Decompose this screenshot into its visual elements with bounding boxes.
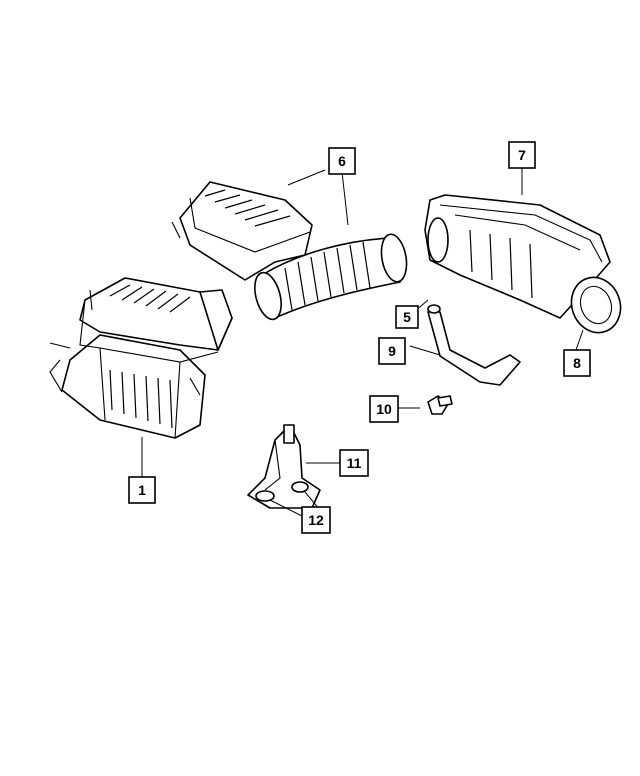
callout-8-label: 8 bbox=[573, 355, 581, 371]
callout-8: 8 bbox=[563, 349, 591, 377]
callout-12: 12 bbox=[301, 506, 331, 534]
resonator-duct bbox=[424, 194, 622, 334]
bolt bbox=[427, 395, 453, 415]
callout-12-label: 12 bbox=[308, 512, 324, 528]
callout-5-label: 5 bbox=[403, 309, 411, 325]
callout-6-label: 6 bbox=[338, 153, 346, 169]
air-cleaner-lid-upper bbox=[171, 181, 313, 281]
callout-1: 1 bbox=[128, 476, 156, 504]
callout-9-label: 9 bbox=[388, 343, 396, 359]
callout-11-label: 11 bbox=[347, 455, 362, 471]
callout-5: 5 bbox=[395, 305, 419, 329]
callout-11: 11 bbox=[339, 449, 369, 477]
callout-7: 7 bbox=[508, 141, 536, 169]
callout-10: 10 bbox=[369, 395, 399, 423]
callout-1-label: 1 bbox=[138, 482, 146, 498]
callout-6: 6 bbox=[328, 147, 356, 175]
isolator-mount bbox=[247, 424, 321, 509]
support-bracket bbox=[427, 304, 521, 386]
intake-hose bbox=[254, 233, 408, 321]
air-cleaner-housing-lower bbox=[49, 277, 233, 439]
callout-9: 9 bbox=[378, 337, 406, 365]
callout-7-label: 7 bbox=[518, 147, 526, 163]
callout-10-label: 10 bbox=[376, 401, 392, 417]
